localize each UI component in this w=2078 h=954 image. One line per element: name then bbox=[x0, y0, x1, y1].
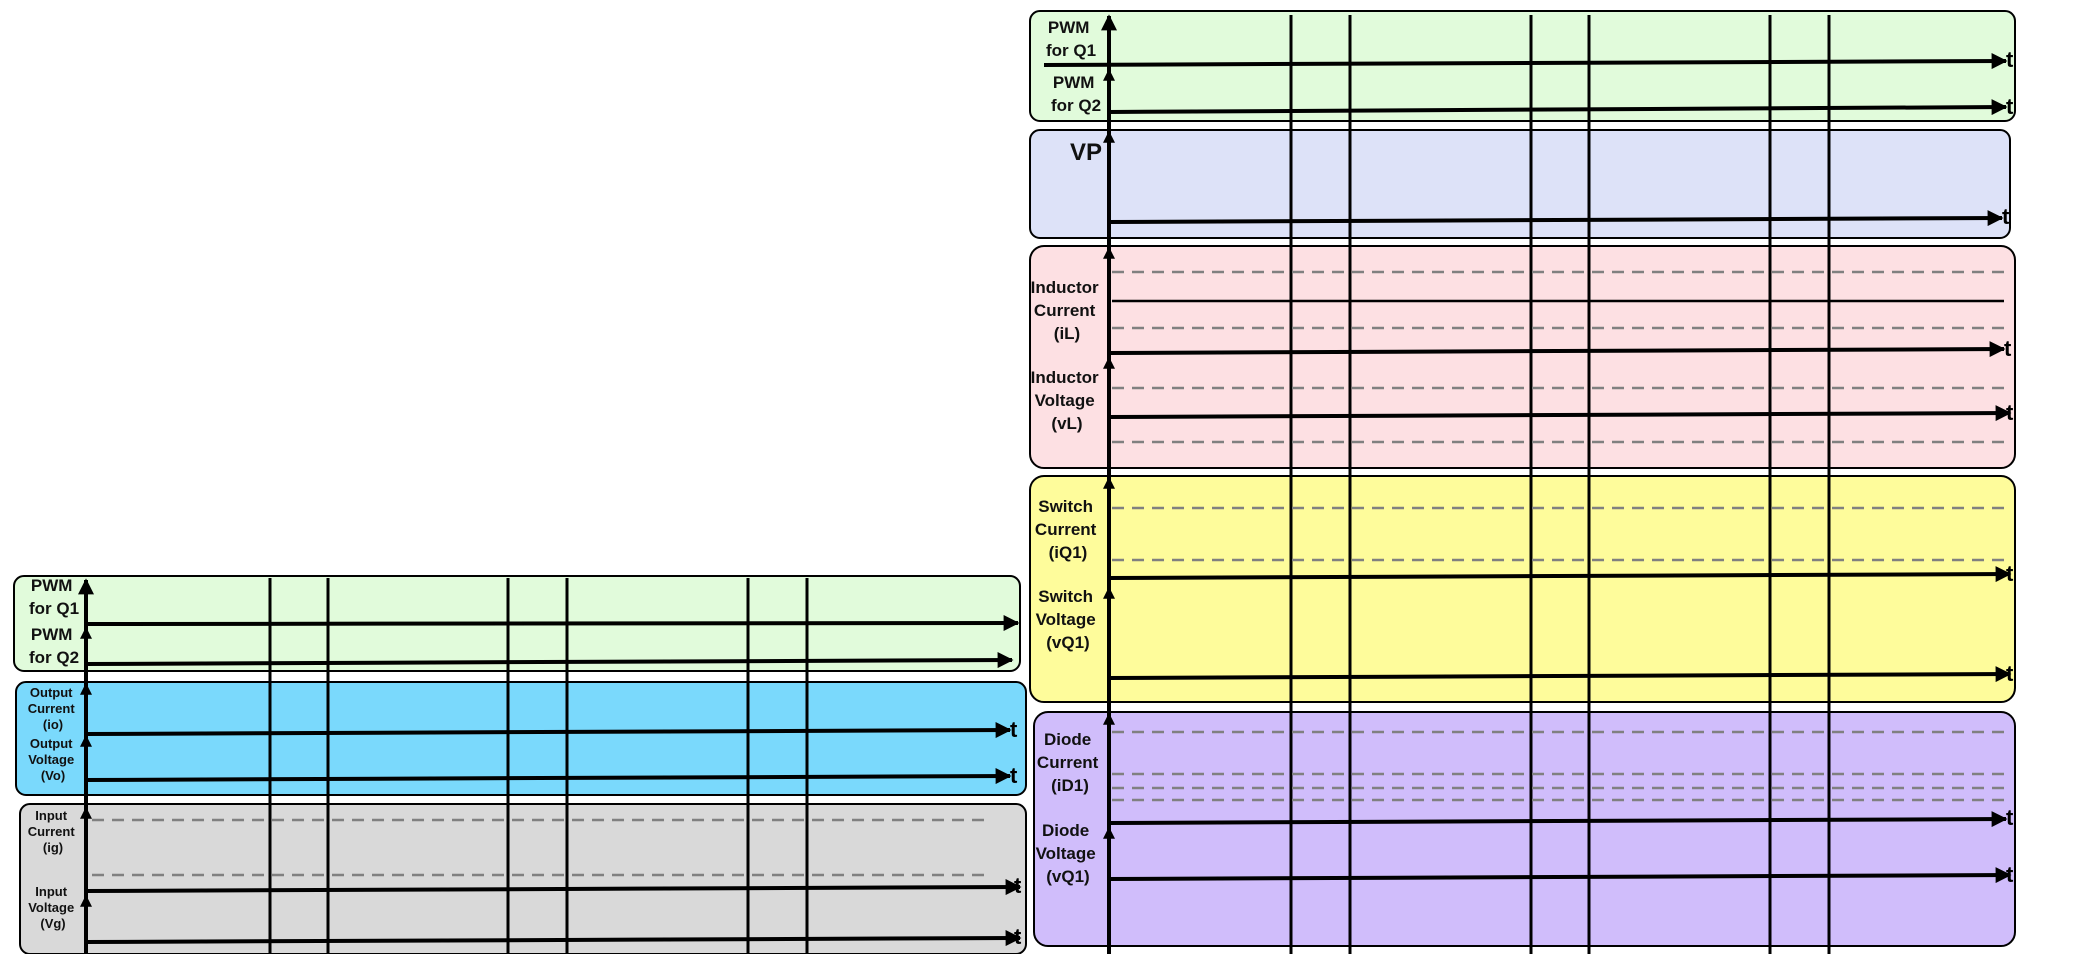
right-inductor-voltage-axis bbox=[1108, 405, 2012, 422]
right-dashed-refs bbox=[1112, 270, 2004, 802]
right-diode-panel bbox=[1033, 711, 2016, 947]
left-pwm-q1-axis bbox=[85, 615, 1020, 632]
right-t-label: t bbox=[2002, 204, 2010, 229]
right-diode-current-label: Diode Current (iD1) bbox=[1037, 730, 1103, 795]
right-inductor-voltage-label: Inductor Voltage (vL) bbox=[1031, 368, 1104, 433]
left-timing-lines bbox=[268, 578, 809, 954]
right-diagram: t t t t t t t t t PWM for Q1 PWM for Q2 … bbox=[1029, 10, 2016, 954]
right-vp-panel bbox=[1029, 129, 2011, 239]
right-diode-current-axis bbox=[1108, 811, 2008, 828]
right-time-axes bbox=[1043, 53, 2012, 884]
right-vp-label: VP bbox=[1070, 139, 1102, 166]
left-t-label: t bbox=[1014, 924, 1022, 949]
right-pwm-q1-label: PWM for Q1 bbox=[1046, 18, 1096, 60]
right-vp-axis bbox=[1108, 210, 2004, 227]
right-inductor-panel bbox=[1029, 245, 2016, 469]
left-output-current-label: Output Current (io) bbox=[28, 685, 79, 732]
right-t-label: t bbox=[2006, 805, 2014, 830]
right-t-label: t bbox=[2004, 336, 2012, 361]
left-dashed-refs bbox=[92, 818, 990, 877]
right-t-label: t bbox=[2006, 47, 2014, 72]
right-pwm-q1-axis bbox=[1043, 53, 2008, 70]
left-t-label: t bbox=[1014, 873, 1022, 898]
right-inductor-current-label: Inductor Current (iL) bbox=[1031, 278, 1104, 343]
right-switch-current-axis bbox=[1108, 566, 2012, 583]
left-diagram: t t t t PWM for Q1 PWM for Q2 Output Cur… bbox=[13, 575, 1027, 954]
right-switch-current-label: Switch Current (iQ1) bbox=[1035, 497, 1101, 562]
left-pwm-q2-label: PWM for Q2 bbox=[29, 625, 79, 667]
left-output-voltage-axis bbox=[85, 768, 1012, 785]
right-switch-voltage-axis bbox=[1108, 666, 2012, 683]
right-t-label: t bbox=[2006, 94, 2014, 119]
right-t-label: t bbox=[2006, 561, 2014, 586]
left-input-voltage-label: Input Voltage (Vg) bbox=[28, 884, 78, 931]
right-pwm-q2-axis bbox=[1108, 99, 2008, 116]
left-input-current-axis bbox=[85, 879, 1022, 896]
right-diode-voltage-axis bbox=[1108, 867, 2012, 884]
right-switch-panel bbox=[1029, 475, 2016, 703]
right-timing-lines bbox=[1289, 15, 1831, 954]
left-t-label: t bbox=[1010, 717, 1018, 742]
left-input-voltage-axis bbox=[85, 930, 1022, 947]
right-t-label: t bbox=[2006, 661, 2014, 686]
right-inductor-current-axis bbox=[1108, 341, 2006, 358]
left-pwm-q2-axis bbox=[85, 652, 1014, 669]
left-output-current-axis bbox=[85, 722, 1012, 739]
right-diode-voltage-label: Diode Voltage (vQ1) bbox=[1036, 821, 1101, 886]
left-time-axes bbox=[85, 615, 1022, 947]
left-output-voltage-label: Output Voltage (Vo) bbox=[28, 736, 78, 783]
right-pwm-q2-label: PWM for Q2 bbox=[1051, 73, 1101, 115]
left-t-label: t bbox=[1010, 763, 1018, 788]
right-t-label: t bbox=[2006, 400, 2014, 425]
right-t-label: t bbox=[2006, 862, 2014, 887]
left-input-panel bbox=[19, 803, 1027, 954]
right-switch-voltage-label: Switch Voltage (vQ1) bbox=[1036, 587, 1101, 652]
left-input-current-label: Input Current (ig) bbox=[28, 808, 79, 855]
left-pwm-q1-label: PWM for Q1 bbox=[29, 576, 79, 618]
